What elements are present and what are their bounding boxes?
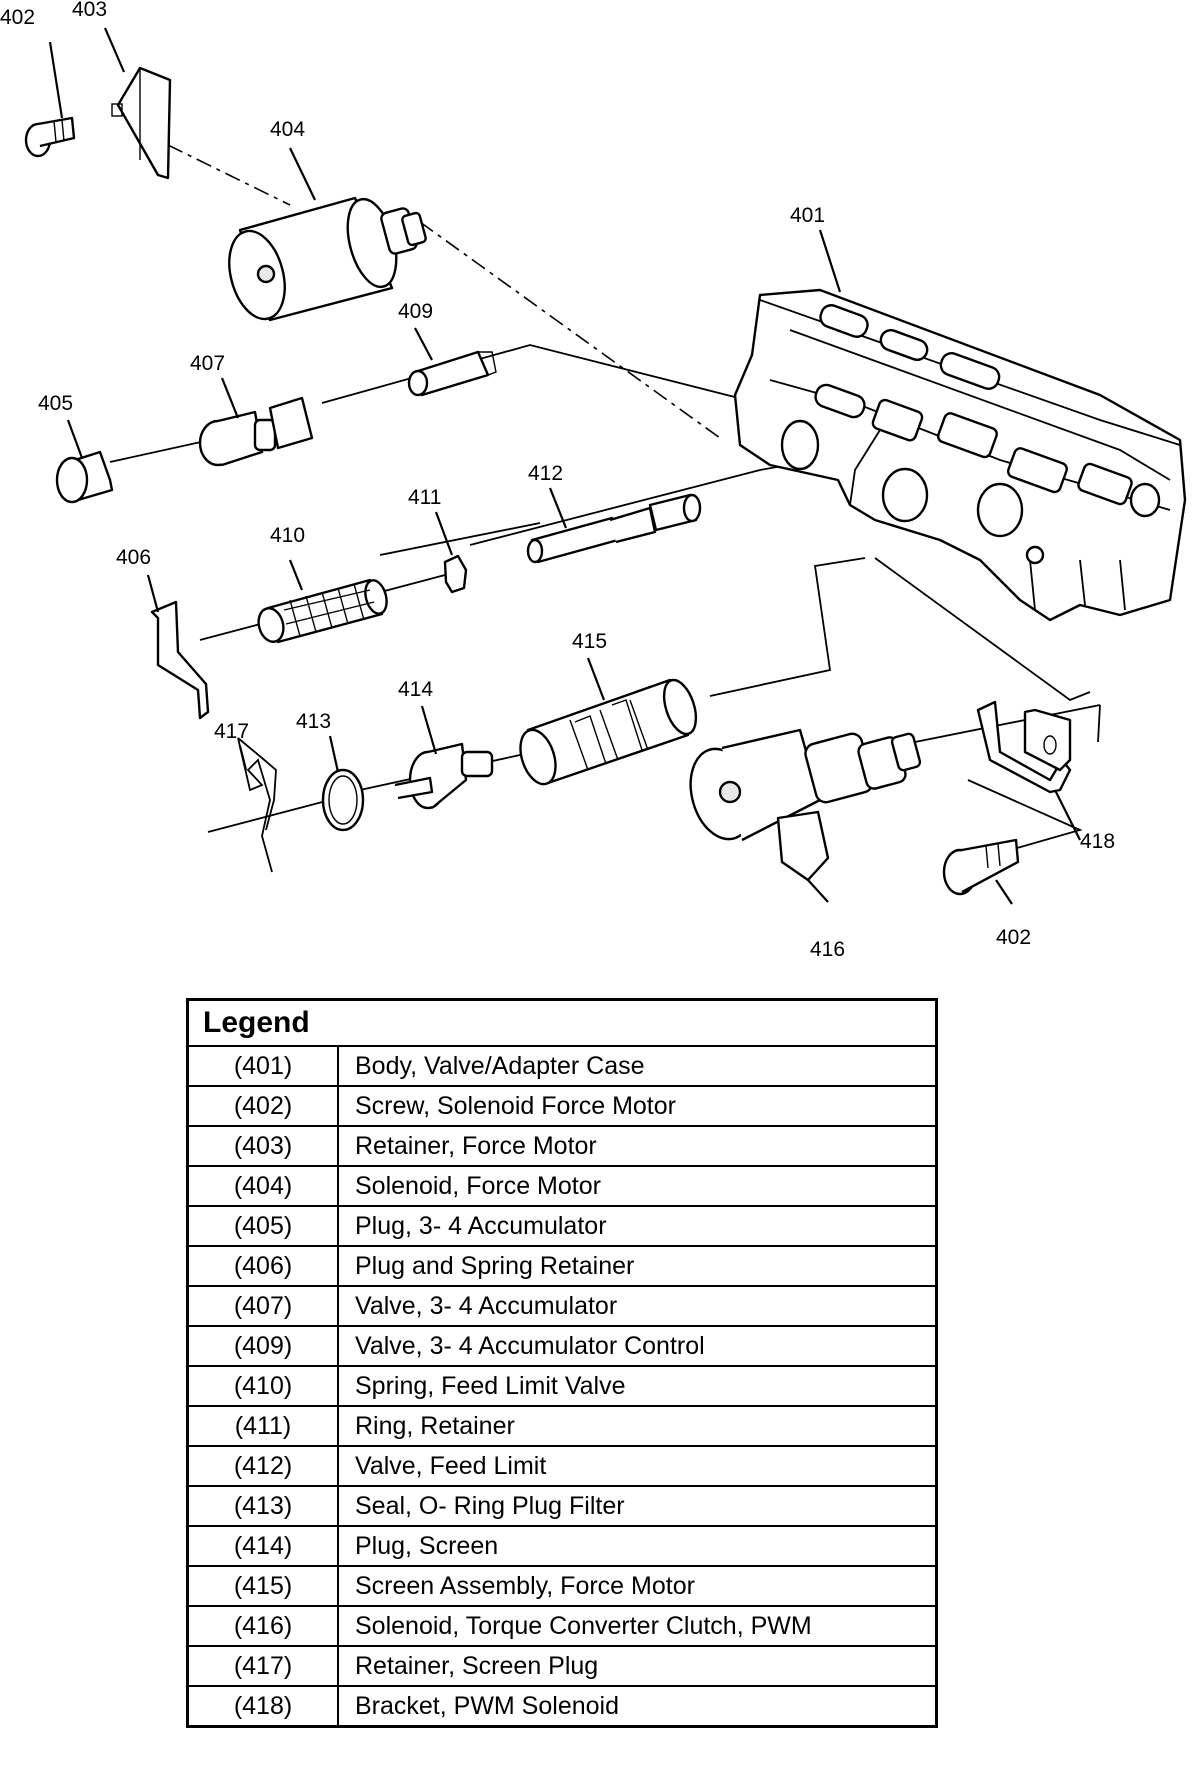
legend-part-number: (409) — [186, 1325, 339, 1367]
retainer-403 — [111, 66, 172, 180]
legend-row: (410)Spring, Feed Limit Valve — [186, 1365, 938, 1407]
legend-part-description: Retainer, Screen Plug — [337, 1645, 938, 1687]
legend-part-number: (404) — [186, 1165, 339, 1207]
callout-406: 406 — [116, 546, 151, 569]
legend-part-number: (416) — [186, 1605, 339, 1647]
legend-part-description: Solenoid, Torque Converter Clutch, PWM — [337, 1605, 938, 1647]
legend-header-row: Legend — [186, 998, 938, 1047]
callout-412: 412 — [528, 462, 563, 485]
legend-part-number: (411) — [186, 1405, 339, 1447]
legend-row: (416)Solenoid, Torque Converter Clutch, … — [186, 1605, 938, 1647]
legend-row: (405)Plug, 3- 4 Accumulator — [186, 1205, 938, 1247]
callout-415: 415 — [572, 630, 607, 653]
legend-part-number: (418) — [186, 1685, 339, 1728]
valve-412 — [526, 493, 702, 564]
legend-part-description: Bracket, PWM Solenoid — [337, 1685, 938, 1728]
plug-414 — [394, 742, 494, 810]
callout-405: 405 — [38, 392, 73, 415]
legend-row: (412)Valve, Feed Limit — [186, 1445, 938, 1487]
valve-409 — [407, 350, 497, 397]
legend-row: (418)Bracket, PWM Solenoid — [186, 1685, 938, 1728]
oring-413 — [321, 768, 365, 832]
legend-part-description: Plug, Screen — [337, 1525, 938, 1567]
solenoid-416 — [689, 728, 922, 882]
legend-row: (415)Screen Assembly, Force Motor — [186, 1565, 938, 1607]
callout-411: 411 — [408, 486, 441, 509]
legend-title: Legend — [186, 998, 938, 1047]
legend-part-description: Ring, Retainer — [337, 1405, 938, 1447]
legend-row: (401)Body, Valve/Adapter Case — [186, 1045, 938, 1087]
screw-402-bottom — [942, 838, 1020, 896]
callout-labels: 402 403 404 401 409 407 405 412 411 410 … — [0, 0, 1115, 961]
legend-table: Legend (401)Body, Valve/Adapter Case(402… — [186, 998, 938, 1728]
legend-row: (403)Retainer, Force Motor — [186, 1125, 938, 1167]
legend-part-number: (417) — [186, 1645, 339, 1687]
legend-part-number: (401) — [186, 1045, 339, 1087]
legend-part-number: (406) — [186, 1245, 339, 1287]
callout-417: 417 — [214, 720, 249, 743]
solenoid-404 — [228, 196, 427, 322]
legend-part-number: (414) — [186, 1525, 339, 1567]
legend-part-description: Retainer, Force Motor — [337, 1125, 938, 1167]
legend-part-number: (403) — [186, 1125, 339, 1167]
legend-row: (414)Plug, Screen — [186, 1525, 938, 1567]
legend-part-description: Screen Assembly, Force Motor — [337, 1565, 938, 1607]
callout-402-top: 402 — [0, 6, 35, 29]
clip-417 — [237, 737, 277, 873]
legend-part-description: Body, Valve/Adapter Case — [337, 1045, 938, 1087]
callout-413: 413 — [296, 710, 331, 733]
legend-part-description: Valve, Feed Limit — [337, 1445, 938, 1487]
callout-418: 418 — [1080, 830, 1115, 853]
legend-part-description: Seal, O- Ring Plug Filter — [337, 1485, 938, 1527]
valve-body-401 — [733, 288, 1187, 622]
legend-row: (404)Solenoid, Force Motor — [186, 1165, 938, 1207]
retainer-406 — [150, 600, 210, 720]
legend-part-number: (405) — [186, 1205, 339, 1247]
callout-403: 403 — [72, 0, 107, 21]
legend-row: (406)Plug and Spring Retainer — [186, 1245, 938, 1287]
legend-row: (402)Screw, Solenoid Force Motor — [186, 1085, 938, 1127]
legend-part-description: Valve, 3- 4 Accumulator — [337, 1285, 938, 1327]
callout-409: 409 — [398, 300, 433, 323]
legend-part-number: (415) — [186, 1565, 339, 1607]
ring-411 — [443, 554, 468, 594]
exploded-parts-diagram: 402 403 404 401 409 407 405 412 411 410 … — [0, 0, 1187, 961]
legend-row: (417)Retainer, Screen Plug — [186, 1645, 938, 1687]
legend-part-number: (412) — [186, 1445, 339, 1487]
screen-415 — [519, 678, 698, 786]
legend-part-number: (410) — [186, 1365, 339, 1407]
leader-lines — [48, 27, 1081, 905]
callout-401: 401 — [790, 204, 825, 227]
callout-414: 414 — [398, 678, 433, 701]
legend-part-number: (402) — [186, 1085, 339, 1127]
valve-407 — [198, 396, 314, 467]
callout-410: 410 — [270, 524, 305, 547]
spring-410 — [257, 578, 388, 644]
legend-part-description: Solenoid, Force Motor — [337, 1165, 938, 1207]
callout-416: 416 — [810, 938, 845, 961]
legend-part-description: Plug and Spring Retainer — [337, 1245, 938, 1287]
bracket-418 — [976, 700, 1072, 794]
callout-402-bottom: 402 — [996, 926, 1031, 949]
legend-part-description: Spring, Feed Limit Valve — [337, 1365, 938, 1407]
legend-row: (413)Seal, O- Ring Plug Filter — [186, 1485, 938, 1527]
plug-405 — [55, 450, 114, 504]
legend-row: (409)Valve, 3- 4 Accumulator Control — [186, 1325, 938, 1367]
legend-part-number: (413) — [186, 1485, 339, 1527]
legend-row: (411)Ring, Retainer — [186, 1405, 938, 1447]
callout-404: 404 — [270, 118, 305, 141]
legend-part-description: Plug, 3- 4 Accumulator — [337, 1205, 938, 1247]
legend-part-description: Valve, 3- 4 Accumulator Control — [337, 1325, 938, 1367]
callout-407: 407 — [190, 352, 225, 375]
legend-part-description: Screw, Solenoid Force Motor — [337, 1085, 938, 1127]
legend-row: (407)Valve, 3- 4 Accumulator — [186, 1285, 938, 1327]
screw-402-top — [24, 116, 76, 158]
legend-part-number: (407) — [186, 1285, 339, 1327]
